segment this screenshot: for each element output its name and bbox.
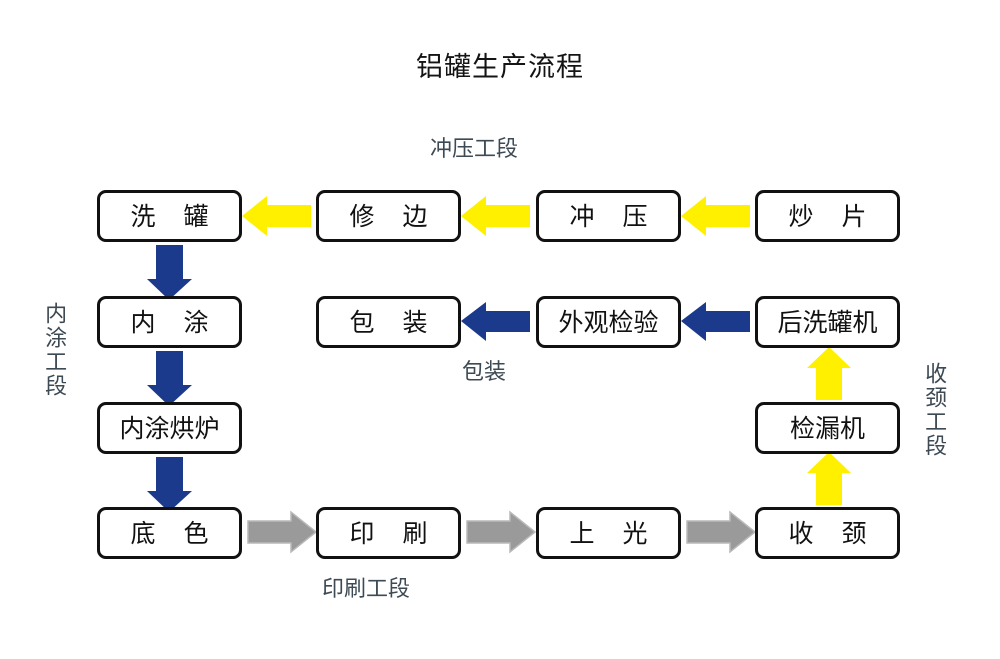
arrow-xiguan-to-neitu — [147, 245, 192, 300]
node-baozhuang[interactable]: 包 装 — [316, 296, 461, 348]
arrow-neitu-to-neituhonglu — [147, 351, 192, 406]
arrow-shangguang-to-shoujing — [686, 510, 757, 554]
arrow-chaopian-to-chongya — [681, 196, 750, 236]
node-shangguang[interactable]: 上 光 — [536, 507, 681, 559]
node-xiubian[interactable]: 修 边 — [316, 190, 461, 242]
node-neitu[interactable]: 内 涂 — [97, 296, 242, 348]
node-neituhonglu[interactable]: 内涂烘炉 — [97, 402, 242, 454]
caption-stamping-section: 冲压工段 — [430, 137, 519, 162]
node-chongya[interactable]: 冲 压 — [536, 190, 681, 242]
caption-printing-section: 印刷工段 — [322, 577, 411, 602]
node-yinshua[interactable]: 印 刷 — [316, 507, 461, 559]
arrow-yinshua-to-shangguang — [466, 510, 537, 554]
node-dise[interactable]: 底 色 — [97, 507, 242, 559]
arrow-houxiguanji-to-waiguanjianyan — [681, 302, 750, 341]
arrow-dise-to-yinshua — [247, 510, 318, 554]
page-title: 铝罐生产流程 — [416, 52, 584, 83]
caption-necking-section: 收颈工段 — [921, 362, 947, 458]
caption-inner-coating-section: 内涂工段 — [41, 302, 67, 398]
arrow-xiubian-to-xiguan — [242, 196, 311, 236]
node-shoujing[interactable]: 收 颈 — [755, 507, 900, 559]
node-houxiguanji[interactable]: 后洗罐机 — [755, 296, 900, 348]
node-chaopian[interactable]: 炒 片 — [755, 190, 900, 242]
node-xiguan[interactable]: 洗 罐 — [97, 190, 242, 242]
arrow-shoujing-to-jianlouji — [807, 452, 851, 505]
arrow-waiguanjianyan-to-baozhuang — [461, 302, 530, 341]
node-waiguanjianyan[interactable]: 外观检验 — [536, 296, 681, 348]
arrow-neituhonglu-to-dise — [147, 457, 192, 512]
caption-packaging-section: 包装 — [462, 360, 507, 385]
arrow-jianlouji-to-houxiguanji — [807, 347, 851, 400]
node-jianlouji[interactable]: 检漏机 — [755, 402, 900, 454]
arrow-chongya-to-xiubian — [461, 196, 530, 236]
